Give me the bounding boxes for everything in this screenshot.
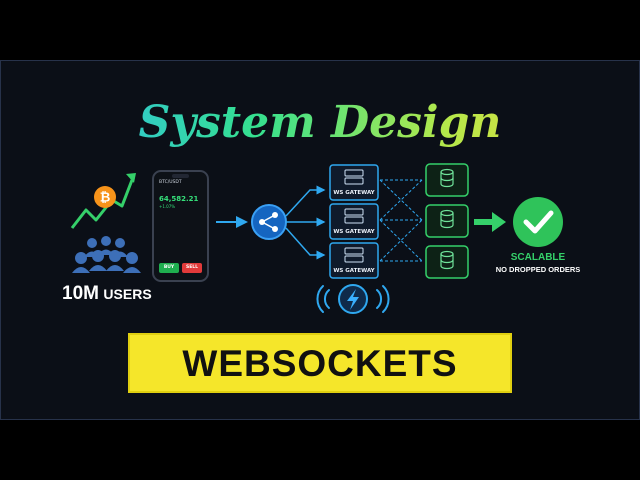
current-price: 64,582.21 (159, 195, 199, 203)
gateway-server-3 (329, 242, 379, 279)
no-dropped-orders-label: NO DROPPED ORDERS (495, 265, 581, 274)
hub-connectors (285, 185, 326, 260)
buy-button: BUY (159, 263, 179, 273)
phone-notch (172, 174, 189, 178)
wireless-signal-icon (316, 285, 390, 313)
trend-arrow-icon (70, 173, 136, 229)
gateway-server-2 (329, 203, 379, 240)
bitcoin-icon: ₿ (94, 186, 116, 208)
gateway-label: WS GATEWAY (333, 268, 375, 274)
thumbnail-frame: System Design ₿ (0, 60, 640, 420)
gateway-label: WS GATEWAY (333, 229, 375, 235)
gateway-database-mesh (379, 179, 423, 262)
database-1 (425, 163, 469, 197)
users-caption: 10M USERS (62, 283, 152, 305)
users-word: USERS (103, 286, 152, 302)
gateway-label: WS GATEWAY (333, 190, 375, 196)
server-icon (344, 247, 364, 263)
users-count: 10M (62, 283, 99, 304)
database-2 (425, 204, 469, 238)
svg-text:₿: ₿ (100, 191, 111, 206)
server-icon (344, 208, 364, 224)
scalable-label: SCALABLE (510, 252, 566, 263)
websockets-banner: WEBSOCKETS (128, 333, 512, 393)
users-group-icon (72, 236, 141, 273)
share-hub-icon (251, 204, 287, 240)
database-icon (440, 168, 454, 188)
database-icon (440, 209, 454, 229)
database-icon (440, 250, 454, 270)
price-change: +1.07% (159, 204, 176, 209)
database-3 (425, 245, 469, 279)
gateway-server-1 (329, 164, 379, 201)
architecture-diagram: ₿ (70, 163, 563, 314)
page-title: System Design (0, 96, 640, 150)
trading-pair: BTC/USDT (159, 180, 182, 185)
sell-button: SELL (182, 263, 202, 273)
lightning-icon (338, 284, 368, 314)
result-arrow (474, 212, 506, 232)
phone-icon: BTC/USDT 64,582.21 +1.07% BUY SELL (152, 170, 209, 282)
checkmark-icon (513, 197, 563, 247)
server-icon (344, 169, 364, 185)
